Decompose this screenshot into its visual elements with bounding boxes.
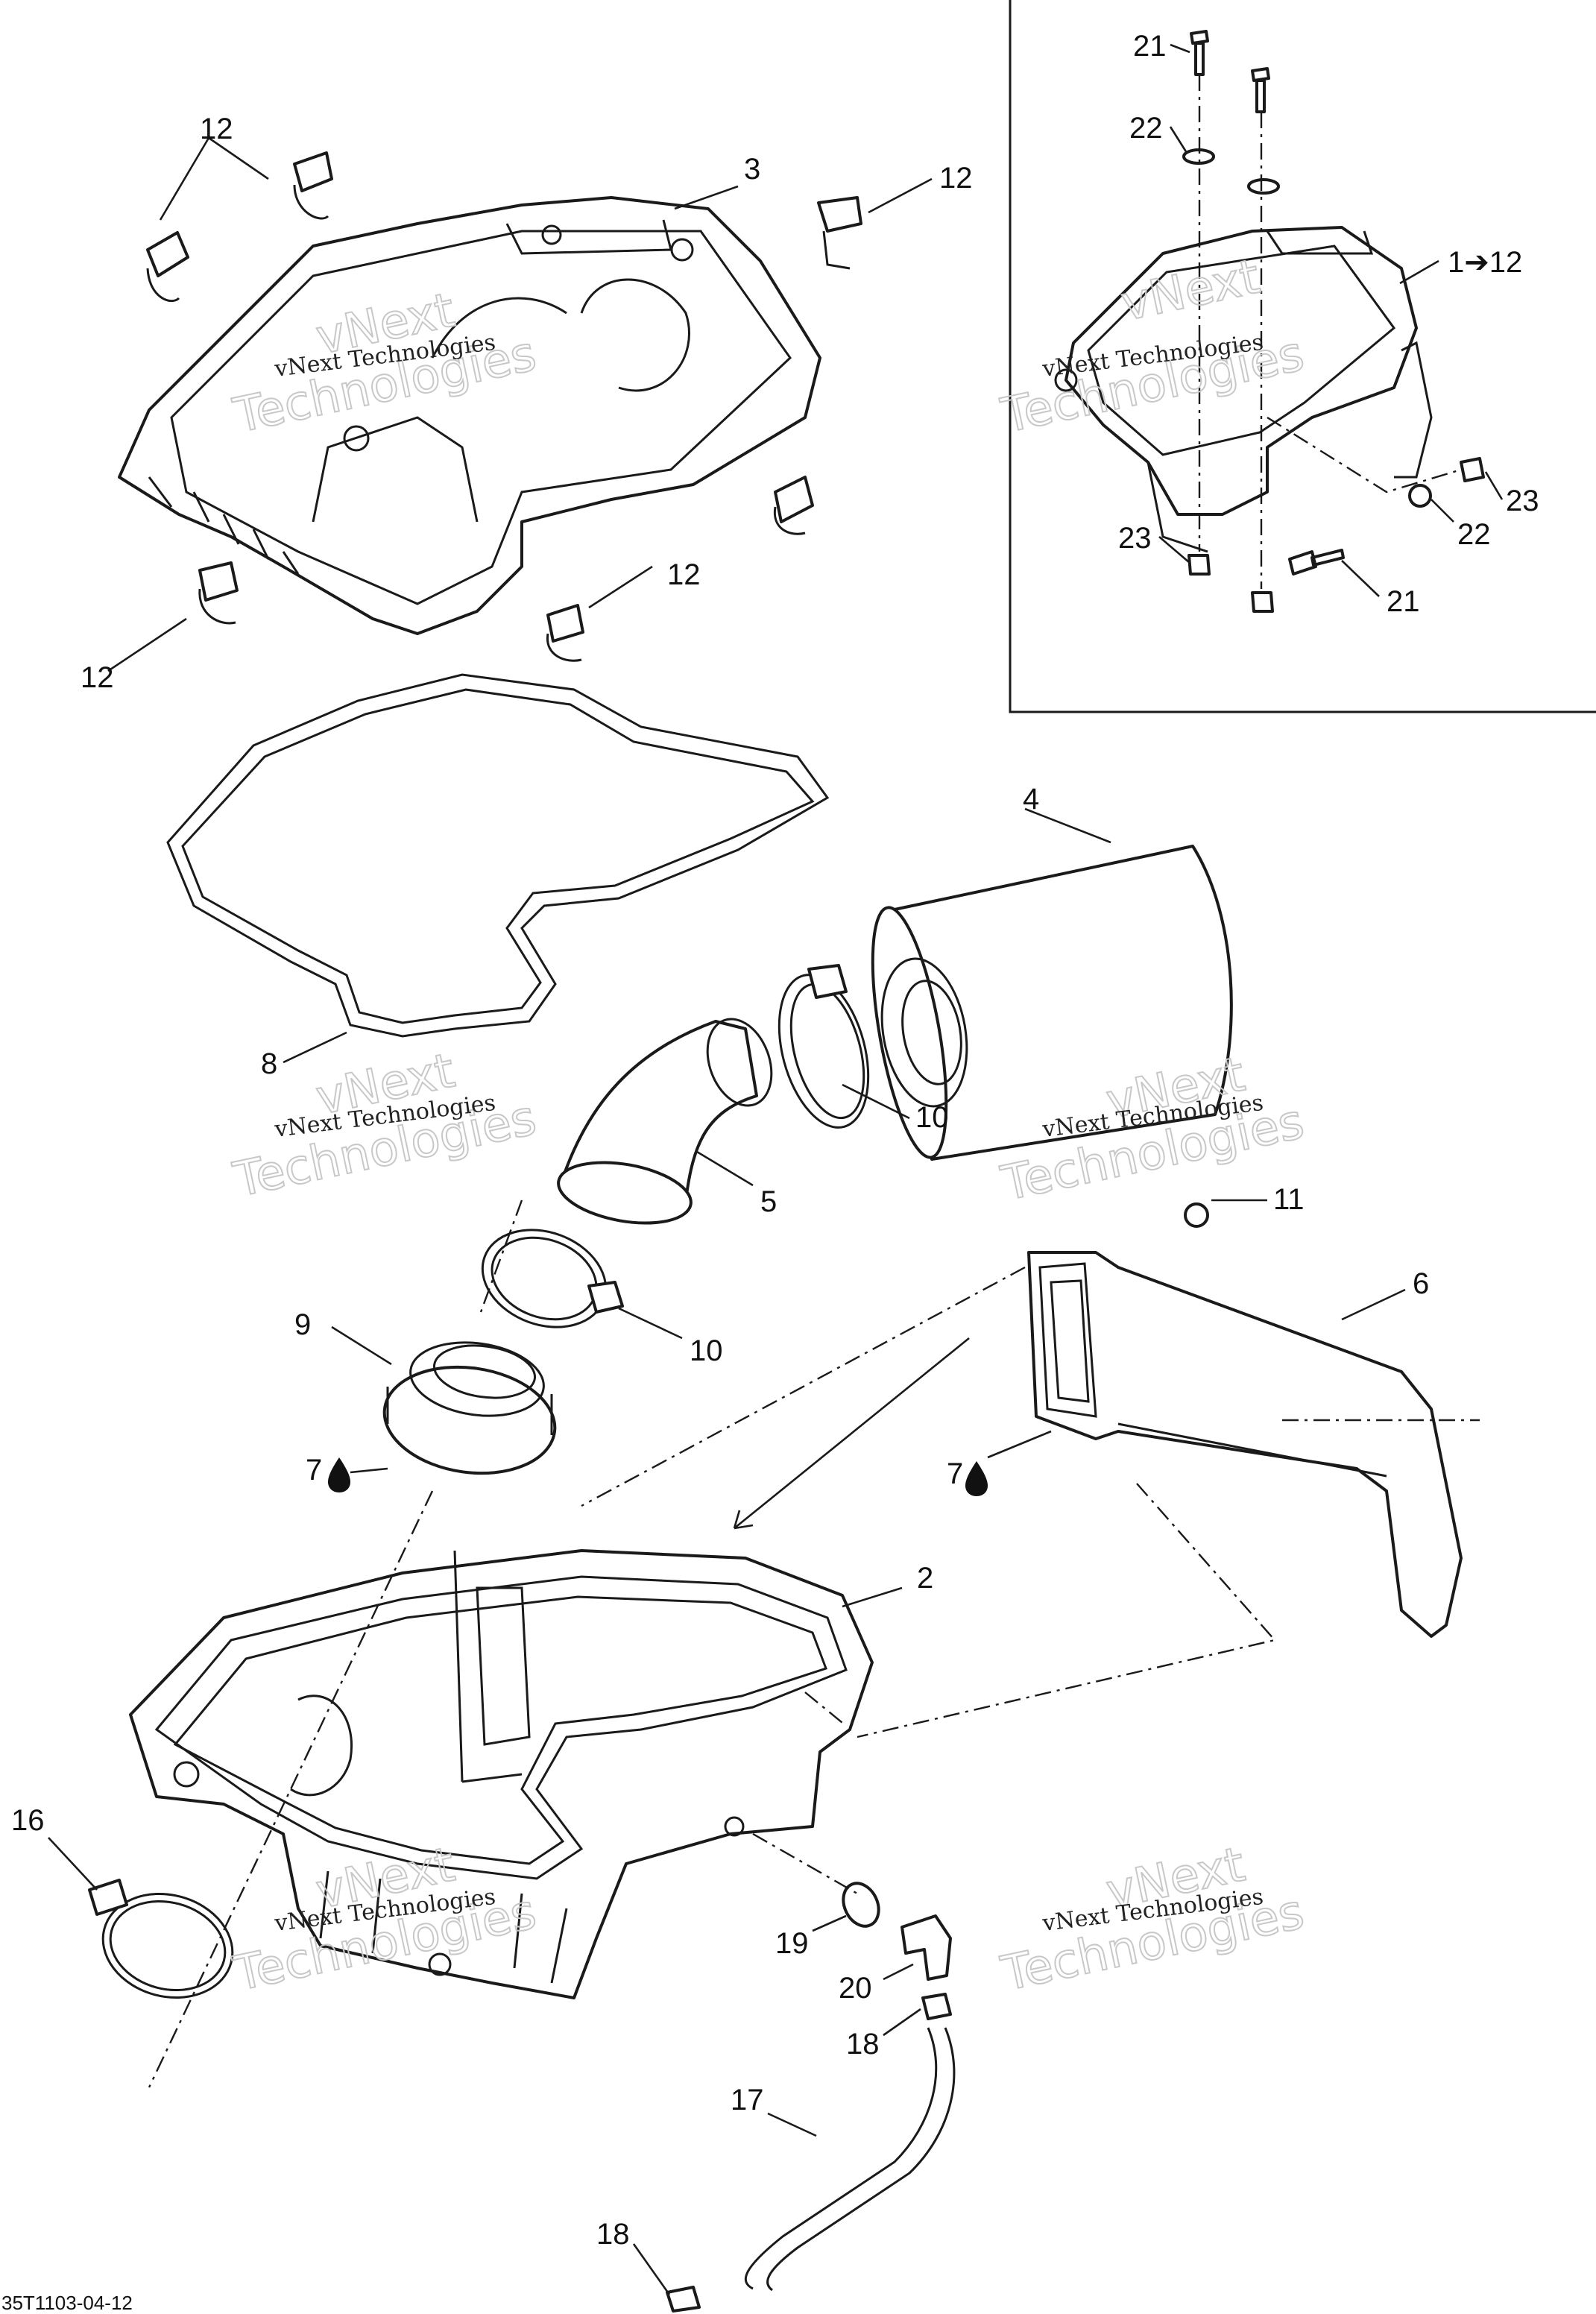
inset-frame xyxy=(1009,0,1596,713)
clamp-16 xyxy=(88,1879,234,1999)
callout-5: 5 xyxy=(760,1185,777,1218)
air-filter xyxy=(871,845,1233,1161)
washer-22-b xyxy=(1247,178,1280,195)
callout-20: 20 xyxy=(839,1972,872,2005)
washer-22-c xyxy=(1408,484,1432,508)
leader-lines xyxy=(48,136,1406,2295)
nut-23-a xyxy=(1460,457,1485,482)
callout-22: 22 xyxy=(1129,112,1163,145)
callout-7: 7 xyxy=(947,1457,963,1490)
callout-21: 21 xyxy=(1133,30,1167,63)
figure-id: 35T1103-04-12 xyxy=(1,2292,133,2314)
clamp-18-lower xyxy=(666,2286,701,2313)
bolt-21-c xyxy=(1288,549,1345,576)
drain-assembly xyxy=(666,1882,956,2313)
air-box-base xyxy=(129,1549,874,1999)
callout-1-12: 1➔12 xyxy=(1448,246,1522,279)
callout-3: 3 xyxy=(744,153,760,186)
inset-leader-lines xyxy=(1158,43,1504,597)
callout-23: 23 xyxy=(1506,485,1539,517)
callout-22: 22 xyxy=(1457,518,1491,551)
hose xyxy=(745,2027,938,2290)
callout-8: 8 xyxy=(261,1047,277,1080)
elbow-fitting xyxy=(900,1914,952,1981)
elbow-duct xyxy=(557,1018,773,1225)
oil-drop-icon xyxy=(965,1461,988,1496)
callout-16: 16 xyxy=(11,1804,45,1837)
inset-assembly xyxy=(1054,226,1433,553)
adaptor xyxy=(382,1341,557,1475)
clips xyxy=(146,151,862,662)
callout-10: 10 xyxy=(915,1101,949,1134)
bolt-21-a xyxy=(1190,30,1209,76)
callout-9: 9 xyxy=(294,1308,311,1341)
inset-fasteners xyxy=(1182,30,1485,613)
callout-10: 10 xyxy=(690,1334,723,1367)
nut-23-c xyxy=(1251,591,1274,613)
callout-11: 11 xyxy=(1273,1183,1305,1216)
callout-21: 21 xyxy=(1387,585,1420,618)
callout-12: 12 xyxy=(667,558,701,591)
assembly-lines xyxy=(148,1199,1480,2088)
callout-18: 18 xyxy=(846,2028,880,2061)
plug xyxy=(1184,1202,1209,1228)
clamp-lower xyxy=(481,1229,624,1328)
air-box-cover xyxy=(118,196,821,635)
callout-23: 23 xyxy=(1118,522,1152,555)
arrow xyxy=(733,1337,970,1530)
bolt-21-b xyxy=(1251,67,1270,113)
callout-12: 12 xyxy=(81,661,114,694)
clamp-upper xyxy=(778,964,870,1129)
callout-2: 2 xyxy=(917,1562,933,1595)
callout-7: 7 xyxy=(306,1454,322,1487)
callout-17: 17 xyxy=(731,2084,764,2116)
gasket xyxy=(166,673,830,1038)
callout-labels: 12 3 12 12 12 8 4 10 5 11 6 10 9 7 7 2 1… xyxy=(11,30,1539,2251)
callout-12: 12 xyxy=(200,113,233,145)
grommet xyxy=(842,1882,880,1928)
callout-19: 19 xyxy=(775,1927,809,1960)
intake-duct xyxy=(1027,1251,1463,1638)
callout-6: 6 xyxy=(1413,1267,1429,1300)
nut-23-b xyxy=(1187,554,1211,576)
oil-drop-icon xyxy=(328,1457,350,1492)
callout-12: 12 xyxy=(939,162,973,195)
clamp-18-upper xyxy=(921,1993,952,2020)
callout-4: 4 xyxy=(1023,783,1039,816)
callout-18: 18 xyxy=(596,2218,630,2251)
